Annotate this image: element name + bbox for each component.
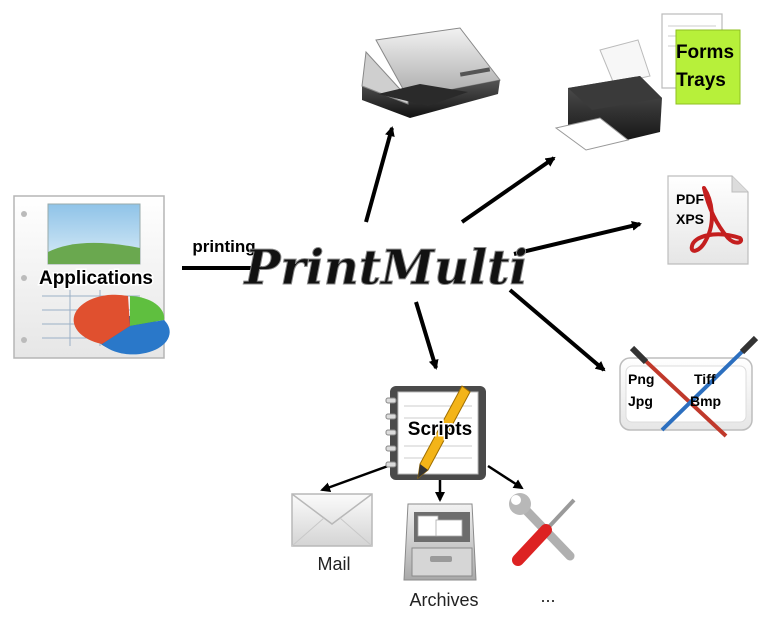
image-formats-icon [619, 335, 759, 438]
jpg-label: Jpg [628, 393, 653, 409]
forms-label: Forms [676, 42, 734, 63]
arrow-to-inkjet-printer [364, 126, 395, 223]
scripts-label: Scripts [408, 419, 472, 440]
trays-label: Trays [676, 70, 726, 91]
archives-cabinet-icon [403, 503, 477, 581]
pdf-label: PDF [676, 191, 704, 207]
acrobat-logo-icon [689, 186, 743, 253]
applications-icon [13, 195, 170, 359]
pdf-document-icon [667, 175, 749, 265]
printmulti-logo: PrintMulti [242, 240, 527, 296]
arrow-to-images [508, 288, 606, 372]
paintbrush-icon [629, 345, 728, 438]
forms-trays-note-icon [661, 13, 741, 105]
tools-icon [509, 493, 576, 566]
arrow-to-scripts [414, 301, 439, 370]
inkjet-printer-icon [361, 27, 501, 118]
mail-label: Mail [317, 554, 350, 574]
arrow-to-pdf [513, 220, 642, 256]
bmp-label: Bmp [690, 393, 721, 409]
more-ellipsis-label: ... [540, 586, 555, 606]
scripts-notebook-icon [385, 385, 486, 480]
png-label: Png [628, 371, 654, 387]
applications-label: Applications [39, 268, 153, 289]
pie-chart-icon [73, 294, 170, 355]
archives-label: Archives [409, 590, 478, 610]
tiff-label: Tiff [694, 371, 716, 387]
mail-envelope-icon [291, 493, 373, 547]
arrow-to-forms-printer [460, 156, 556, 224]
pencil-brush-icon [660, 335, 759, 432]
arrows [182, 126, 642, 372]
screwdriver-icon [512, 498, 576, 566]
arrow-scripts-to-mail [320, 464, 389, 492]
wrench-icon [509, 493, 575, 561]
printing-edge-label: printing [192, 237, 255, 256]
forms-printer-icon [554, 39, 662, 151]
pencil-icon [417, 385, 471, 480]
xps-label: XPS [676, 211, 704, 227]
arrow-scripts-to-tools [487, 464, 524, 490]
